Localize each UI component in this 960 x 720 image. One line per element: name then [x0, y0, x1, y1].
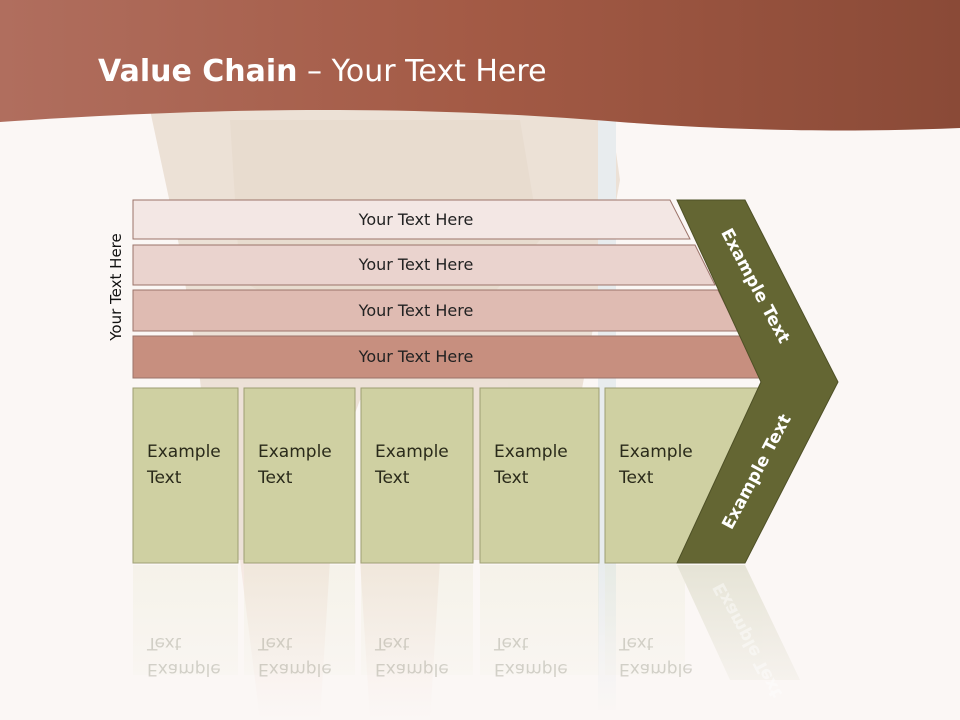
column-label-line1: Example [619, 442, 693, 462]
column-label-line2: Text [375, 468, 410, 488]
row-band-1 [132, 199, 691, 240]
column-box-1 [132, 387, 239, 564]
column-label-line1: Example [147, 442, 221, 462]
column-label-line2: Text [147, 468, 182, 488]
column-label-line1: Example [258, 442, 332, 462]
column-box-3 [360, 387, 474, 564]
column-label-line2: Text [494, 468, 529, 488]
header-band [0, 0, 960, 131]
row-label-4: Your Text Here [358, 347, 474, 366]
column-label-line1: Example [494, 442, 568, 462]
column-label-line1: Example [375, 442, 449, 462]
column-label-line2: Text [619, 468, 654, 488]
row-label-2: Your Text Here [358, 255, 474, 274]
row-label-3: Your Text Here [358, 300, 474, 320]
row-label-1: Your Text Here [358, 209, 474, 229]
page-title: Value Chain – Your Text Here [98, 54, 547, 89]
row-band-2 [132, 244, 716, 286]
column-label-line2: Text [258, 468, 293, 488]
side-label: Your Text Here [107, 233, 125, 341]
column-box-2 [243, 387, 356, 564]
